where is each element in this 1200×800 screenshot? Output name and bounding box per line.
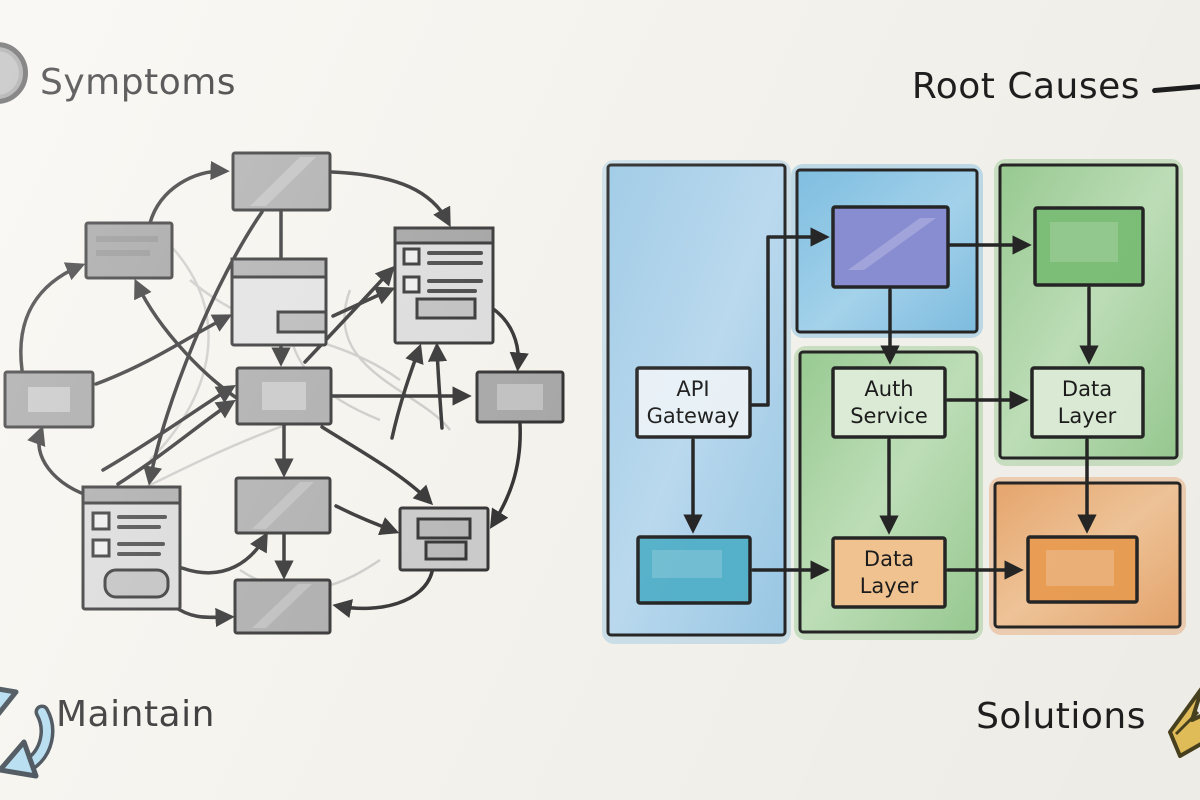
arrow [148, 160, 230, 225]
solutions-label: Solutions [976, 696, 1146, 737]
data-layer-right-label-line1: Data [1062, 377, 1112, 401]
box-data-layer-middle: Data Layer [831, 536, 947, 609]
tangle-nodes [3, 151, 565, 635]
box-teal [636, 535, 752, 605]
gold-spark-icon [1168, 687, 1200, 758]
data-layer-middle-label-line2: Layer [860, 574, 919, 598]
node-center-window [230, 257, 328, 347]
arrow [334, 504, 400, 536]
data-layer-right-label-line2: Layer [1058, 404, 1117, 428]
box-api-gateway: API Gateway [635, 366, 752, 439]
box-green [1033, 206, 1145, 287]
arrow [101, 385, 236, 472]
tangled-architecture-diagram [3, 151, 565, 635]
arrow [489, 422, 522, 529]
arrow-apigateway-to-purple [750, 227, 830, 407]
arrow [427, 342, 448, 430]
box-auth-service: Auth Service [831, 366, 947, 439]
arrow [180, 531, 268, 575]
api-gateway-label-line2: Gateway [647, 404, 740, 428]
node-bottom-center [233, 578, 332, 635]
arrow [320, 425, 434, 506]
auth-service-label-line1: Auth [864, 377, 913, 401]
box-orange [1026, 535, 1139, 604]
gray-circle-badge-icon [0, 42, 28, 104]
arrow [116, 399, 236, 486]
data-layer-middle-label-line1: Data [864, 547, 914, 571]
cycle-arrows-icon [0, 686, 55, 779]
api-gateway-label-line1: API [676, 377, 709, 401]
arrow [19, 262, 86, 372]
arrow [490, 306, 529, 372]
root-causes-label: Root Causes [911, 66, 1140, 107]
arrow [303, 265, 395, 364]
node-upper-left [84, 221, 174, 280]
arrow [330, 170, 451, 228]
maintain-label: Maintain [56, 694, 215, 735]
box-data-layer-right: Data Layer [1030, 366, 1145, 439]
auth-service-label-line2: Service [850, 404, 928, 428]
arrow [143, 210, 264, 486]
flow-arrows [683, 227, 1099, 580]
node-center [235, 366, 333, 426]
node-far-right [475, 370, 565, 424]
node-list-window-lower-left [81, 485, 182, 611]
arrow-dash-icon [1151, 83, 1200, 94]
box-purple [831, 205, 950, 289]
tangle-arrows [19, 160, 529, 628]
node-center-lower [234, 476, 332, 535]
symptoms-label: Symptoms [40, 62, 237, 103]
arrow [332, 570, 434, 618]
clean-architecture-diagram: API Gateway Auth Service Data Layer [602, 159, 1186, 644]
arrow [331, 286, 396, 318]
node-top-center [231, 151, 332, 212]
node-mini-window-lower-right [398, 506, 490, 572]
node-list-window-upper-right [393, 226, 495, 345]
arrow [390, 343, 424, 440]
arrow [94, 314, 233, 386]
node-far-left [3, 370, 95, 429]
service-boxes: API Gateway Auth Service Data Layer [635, 205, 1145, 609]
